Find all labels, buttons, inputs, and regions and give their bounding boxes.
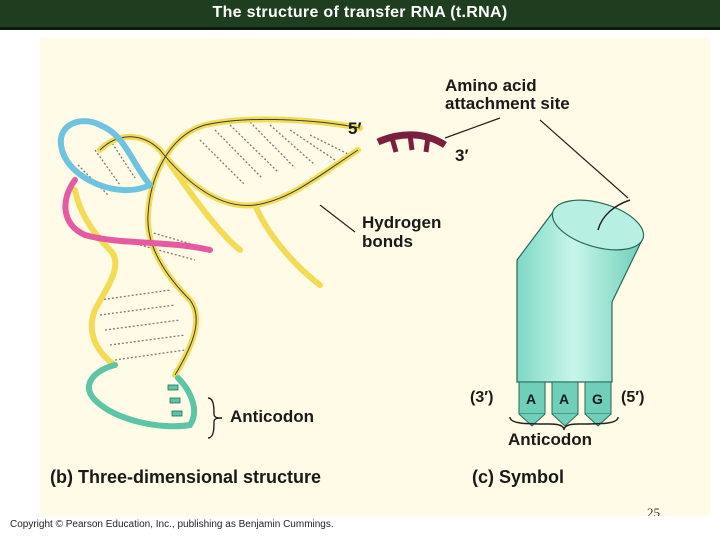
symbol-right-end: (5′): [621, 389, 645, 406]
copyright-notice: Copyright © Pearson Education, Inc., pub…: [10, 519, 334, 530]
amino-site-tabs: [389, 134, 431, 153]
pink-loop: [62, 177, 213, 253]
symbol-base-3: G: [592, 391, 603, 407]
label-amino-line2: attachment site: [445, 94, 570, 113]
anticodon-brace: [207, 397, 223, 439]
symbol-base-1: A: [526, 391, 537, 407]
slide-title: The structure of transfer RNA (t.RNA): [212, 4, 508, 21]
anticodon-loop: [85, 362, 198, 430]
backbone-outline: [99, 118, 361, 376]
symbol-base-2: A: [559, 391, 570, 407]
symbol-anticodon-label: Anticodon: [508, 430, 593, 449]
title-bar: The structure of transfer RNA (t.RNA): [0, 0, 720, 30]
label-5-prime: 5′: [348, 119, 362, 138]
label-hbonds-line1: Hydrogen: [362, 213, 442, 232]
trna-symbol: [509, 199, 645, 431]
caption-symbol: (c) Symbol: [472, 467, 565, 487]
blue-loop: [57, 118, 153, 193]
leader-lines: [319, 117, 629, 233]
symbol-left-end: (3′): [470, 389, 494, 406]
label-hbonds-line2: bonds: [362, 232, 413, 251]
caption-three-dimensional: (b) Three-dimensional structure: [50, 467, 322, 487]
label-3-prime: 3′: [455, 146, 469, 165]
footer: Copyright © Pearson Education, Inc., pub…: [0, 516, 720, 540]
hydrogen-bond-rungs: [77, 121, 351, 361]
label-anticodon-left: Anticodon: [230, 407, 315, 426]
anticodon-base-tabs: [167, 384, 183, 417]
label-amino-line1: Amino acid: [445, 76, 537, 95]
symbol-anticodon-brace: [509, 416, 619, 431]
